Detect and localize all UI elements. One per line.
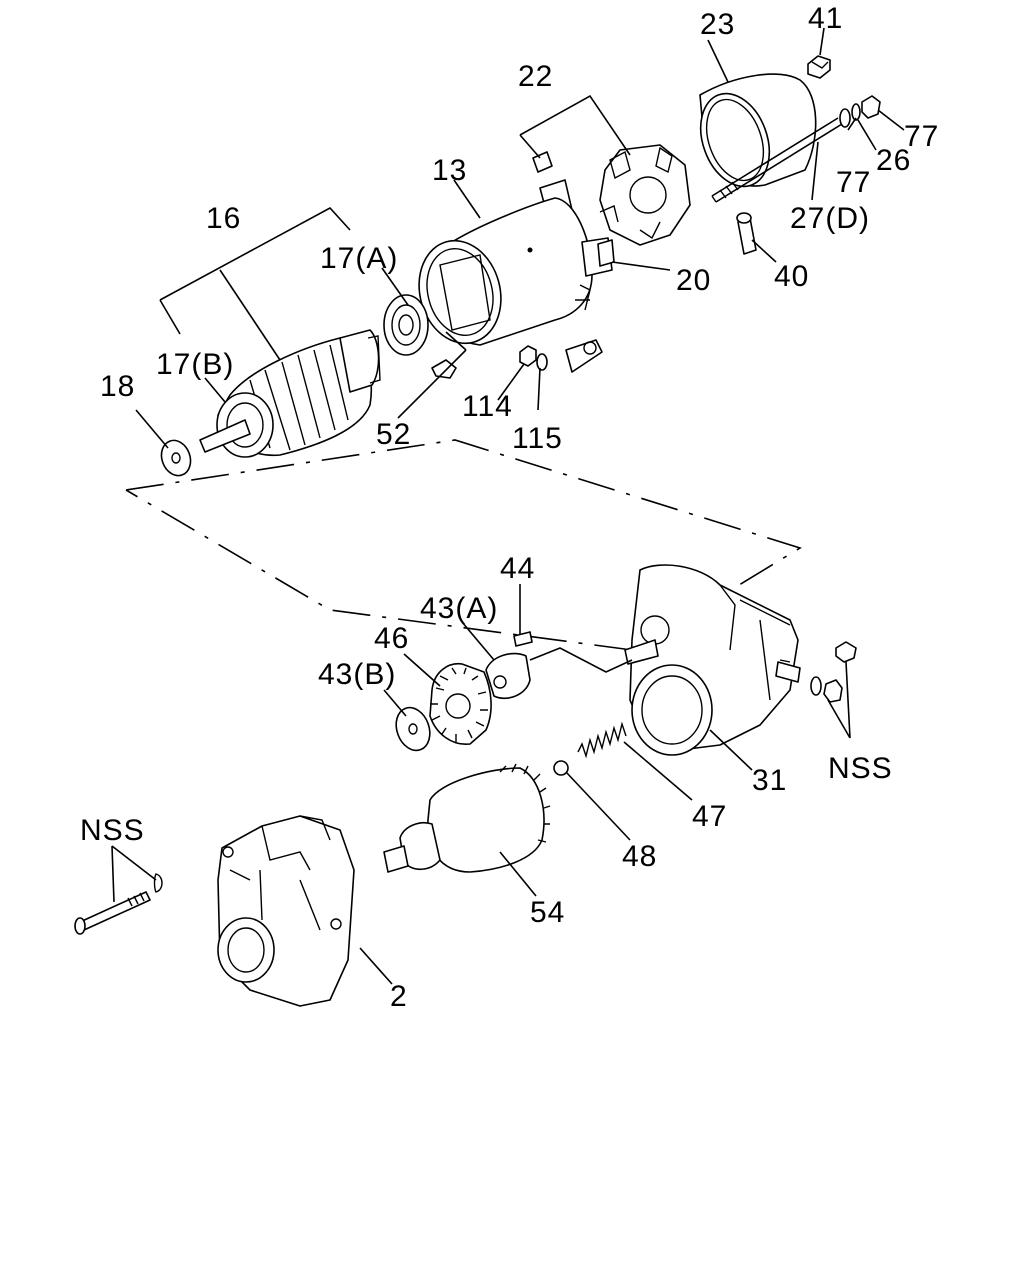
part-2-drive-housing[interactable] bbox=[217, 815, 355, 1007]
part-16-armature[interactable] bbox=[199, 329, 381, 458]
label-nss-right: NSS bbox=[828, 752, 893, 785]
label-77-top: 77 bbox=[904, 120, 939, 153]
part-26-77-washers[interactable] bbox=[839, 95, 881, 128]
nss-right-fasteners[interactable] bbox=[810, 641, 857, 703]
part-18-washer[interactable] bbox=[157, 436, 196, 479]
label-26: 26 bbox=[876, 144, 911, 177]
label-20: 20 bbox=[676, 264, 711, 297]
part-44-pin[interactable] bbox=[513, 631, 533, 647]
part-27d-through-bolt[interactable] bbox=[711, 117, 843, 203]
label-48: 48 bbox=[622, 840, 657, 873]
label-54: 54 bbox=[530, 896, 565, 929]
part-54-clutch[interactable] bbox=[383, 763, 551, 873]
label-43b: 43(B) bbox=[318, 658, 396, 691]
label-17a: 17(A) bbox=[320, 242, 398, 275]
part-13-yoke[interactable] bbox=[408, 197, 613, 373]
label-13: 13 bbox=[432, 154, 467, 187]
part-46-gear[interactable] bbox=[429, 663, 492, 745]
label-18: 18 bbox=[100, 370, 135, 403]
part-114-nut[interactable] bbox=[519, 345, 537, 367]
label-2: 2 bbox=[390, 980, 408, 1013]
part-41-bolt[interactable] bbox=[807, 55, 831, 79]
label-43a: 43(A) bbox=[420, 592, 498, 625]
label-52: 52 bbox=[376, 418, 411, 451]
label-114: 114 bbox=[462, 390, 513, 423]
label-nss-left: NSS bbox=[80, 814, 145, 847]
part-40-terminal-bolt[interactable] bbox=[736, 212, 757, 255]
part-43b-washer[interactable] bbox=[390, 703, 435, 755]
label-44: 44 bbox=[500, 552, 535, 585]
label-16: 16 bbox=[206, 202, 241, 235]
part-47-spring[interactable] bbox=[577, 721, 627, 759]
label-22: 22 bbox=[518, 60, 553, 93]
part-17a-bearing[interactable] bbox=[383, 294, 429, 356]
label-77-bottom: 77 bbox=[836, 166, 871, 199]
part-52-plate[interactable] bbox=[431, 359, 457, 379]
label-17b: 17(B) bbox=[156, 348, 234, 381]
label-47: 47 bbox=[692, 800, 727, 833]
label-115: 115 bbox=[512, 422, 563, 455]
part-31-housing[interactable] bbox=[624, 564, 801, 756]
part-48-ball[interactable] bbox=[553, 760, 569, 776]
label-41: 41 bbox=[808, 2, 843, 35]
nss-left-fasteners[interactable] bbox=[74, 873, 163, 935]
part-43a-retainer[interactable] bbox=[485, 652, 531, 700]
label-46: 46 bbox=[374, 622, 409, 655]
label-23: 23 bbox=[700, 8, 735, 41]
part-20-lead[interactable] bbox=[597, 239, 615, 267]
label-31: 31 bbox=[752, 764, 787, 797]
label-40: 40 bbox=[774, 260, 809, 293]
part-23-cover-ring[interactable] bbox=[689, 73, 817, 196]
leader-lines bbox=[111, 27, 905, 985]
part-115-washer[interactable] bbox=[536, 353, 548, 371]
label-27d: 27(D) bbox=[790, 202, 870, 235]
